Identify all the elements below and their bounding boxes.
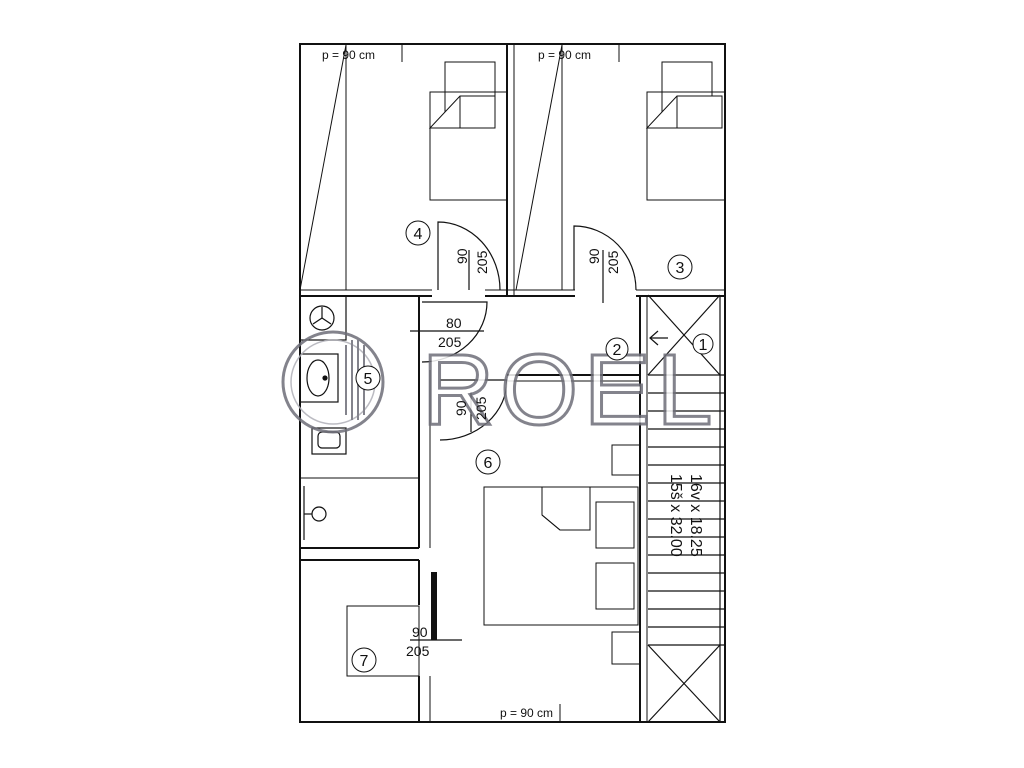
double-bed <box>483 486 639 626</box>
bed-room3 <box>645 61 726 201</box>
stair-risers-label: 16v x 18.25 <box>687 474 704 557</box>
svg-text:4: 4 <box>414 226 423 243</box>
room-labels: 1 2 3 4 5 6 7 <box>351 220 714 673</box>
stair-treads-label: 15š x 32.00 <box>667 474 684 557</box>
svg-text:2: 2 <box>613 342 622 359</box>
room-label-3: 3 <box>667 254 693 280</box>
svg-text:5: 5 <box>364 371 373 388</box>
door-room3-height: 205 <box>605 250 621 274</box>
room-label-2: 2 <box>605 337 629 361</box>
toilet-fixture <box>309 305 335 331</box>
watermark-text: ROEL <box>422 334 718 446</box>
door-bath-side-height: 205 <box>473 396 489 420</box>
room-label-1: 1 <box>692 333 714 355</box>
window-label-top-left: p = 90 cm <box>322 48 375 62</box>
door-bath-top <box>421 301 488 363</box>
watermark-logo: ROEL <box>281 330 718 448</box>
door-room4-width: 90 <box>454 248 470 264</box>
door-room4-height: 205 <box>474 250 490 274</box>
door-bath-side-width: 90 <box>453 400 469 416</box>
room-label-7: 7 <box>351 647 377 673</box>
door-bath-top-height: 205 <box>438 334 462 350</box>
shower-drain <box>311 506 327 522</box>
svg-text:6: 6 <box>484 455 493 472</box>
door-bath-top-width: 80 <box>446 315 462 331</box>
window-label-bottom: p = 90 cm <box>500 706 553 720</box>
room-label-6: 6 <box>475 449 501 475</box>
room-label-4: 4 <box>405 220 431 246</box>
door-room7-width: 90 <box>412 624 428 640</box>
staircase <box>648 295 724 722</box>
door-room4 <box>437 221 501 291</box>
door-bath-side <box>439 379 508 441</box>
door-room3 <box>573 225 637 291</box>
svg-text:7: 7 <box>360 653 369 670</box>
window-label-top-right: p = 90 cm <box>538 48 591 62</box>
svg-text:1: 1 <box>699 337 708 354</box>
room-label-5: 5 <box>355 365 381 391</box>
door-room7-height: 205 <box>406 643 430 659</box>
bed-room4 <box>428 61 508 201</box>
svg-text:3: 3 <box>676 260 685 277</box>
sink-fixture <box>299 353 339 403</box>
door-room3-width: 90 <box>586 248 602 264</box>
